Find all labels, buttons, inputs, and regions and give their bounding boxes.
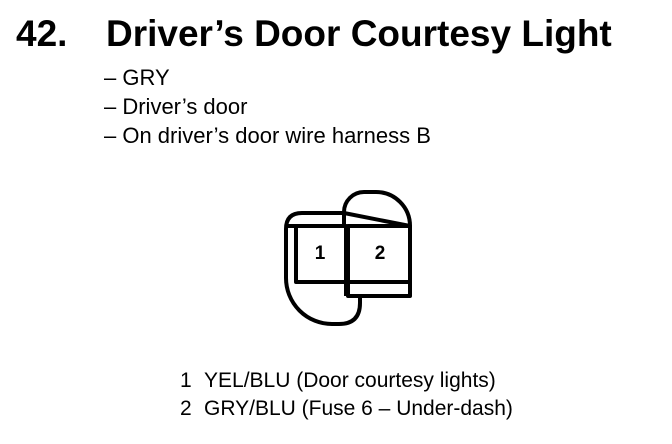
pin-number: 1 [180, 369, 192, 392]
terminal-label-1: 1 [315, 243, 326, 264]
pin-description: YEL/BLU (Door courtesy lights) [204, 369, 496, 392]
section-number: 42. [16, 13, 68, 54]
connector-latch [342, 213, 360, 298]
pin-description: GRY/BLU (Fuse 6 – Under-dash) [204, 397, 513, 420]
connector-diagram: 1 2 [284, 190, 412, 326]
terminal-label-2: 2 [375, 243, 386, 264]
detail-color: – GRY [104, 65, 170, 90]
pinout-row: 1 YEL/BLU (Door courtesy lights) [180, 367, 513, 395]
section-title: Driver’s Door Courtesy Light [106, 13, 612, 54]
pin-number: 2 [180, 397, 192, 420]
detail-harness: – On driver’s door wire harness B [104, 123, 431, 148]
terminal-cavity-2 [346, 224, 412, 284]
pinout-row: 2 GRY/BLU (Fuse 6 – Under-dash) [180, 395, 513, 423]
detail-location: – Driver’s door [104, 94, 248, 119]
connector-outline-left [284, 190, 412, 326]
connector-details: – GRY – Driver’s door – On driver’s door… [104, 63, 431, 150]
pinout-list: 1 YEL/BLU (Door courtesy lights) 2 GRY/BLU… [180, 367, 513, 423]
